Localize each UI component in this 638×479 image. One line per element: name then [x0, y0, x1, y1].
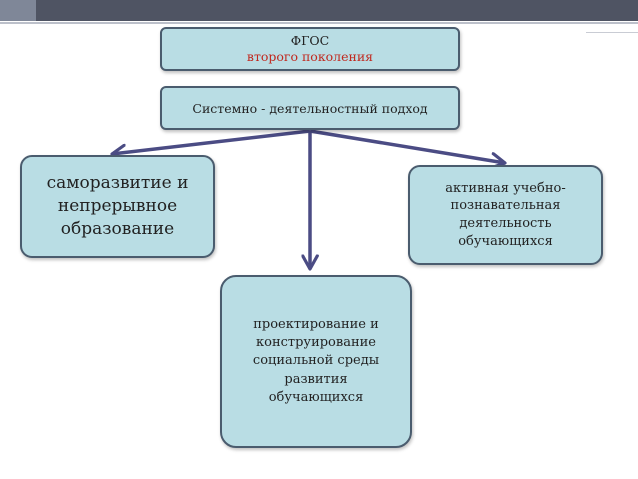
approach-label: Системно - деятельностный подход [192, 100, 428, 116]
node-line: деятельность [459, 216, 552, 231]
node-line: образование [60, 218, 175, 239]
arrow-to-right [309, 129, 505, 163]
node-line: познавательная [450, 198, 561, 214]
slide-top-bar [0, 0, 638, 21]
node-line: активная учебно- [445, 180, 566, 196]
node-line: конструирование [256, 335, 376, 351]
approach-node: Системно - деятельностный подход [160, 86, 460, 130]
slide-top-rule-short [586, 32, 638, 33]
node-line: обучающихся [268, 389, 364, 405]
node-line: непрерывное [57, 196, 178, 217]
node-line: социальной среды [252, 353, 380, 369]
node-line: саморазвитие и [46, 173, 189, 194]
slide-top-rule [0, 22, 638, 24]
social-environment-node: проектирование и конструирование социаль… [220, 275, 412, 448]
slide-top-bar-accent [0, 0, 36, 21]
fgos-title: ФГОС [290, 33, 330, 49]
arrow-to-left [112, 129, 311, 154]
active-learning-node: активная учебно- познавательная деятельн… [408, 165, 603, 265]
fgos-node: ФГОС второго поколения [160, 27, 460, 71]
node-line: развития [284, 371, 348, 387]
node-line: обучающихся [458, 233, 553, 249]
fgos-subtitle: второго поколения [246, 49, 374, 64]
self-development-node: саморазвитие и непрерывное образование [20, 155, 215, 258]
node-line: проектирование и [253, 317, 379, 333]
